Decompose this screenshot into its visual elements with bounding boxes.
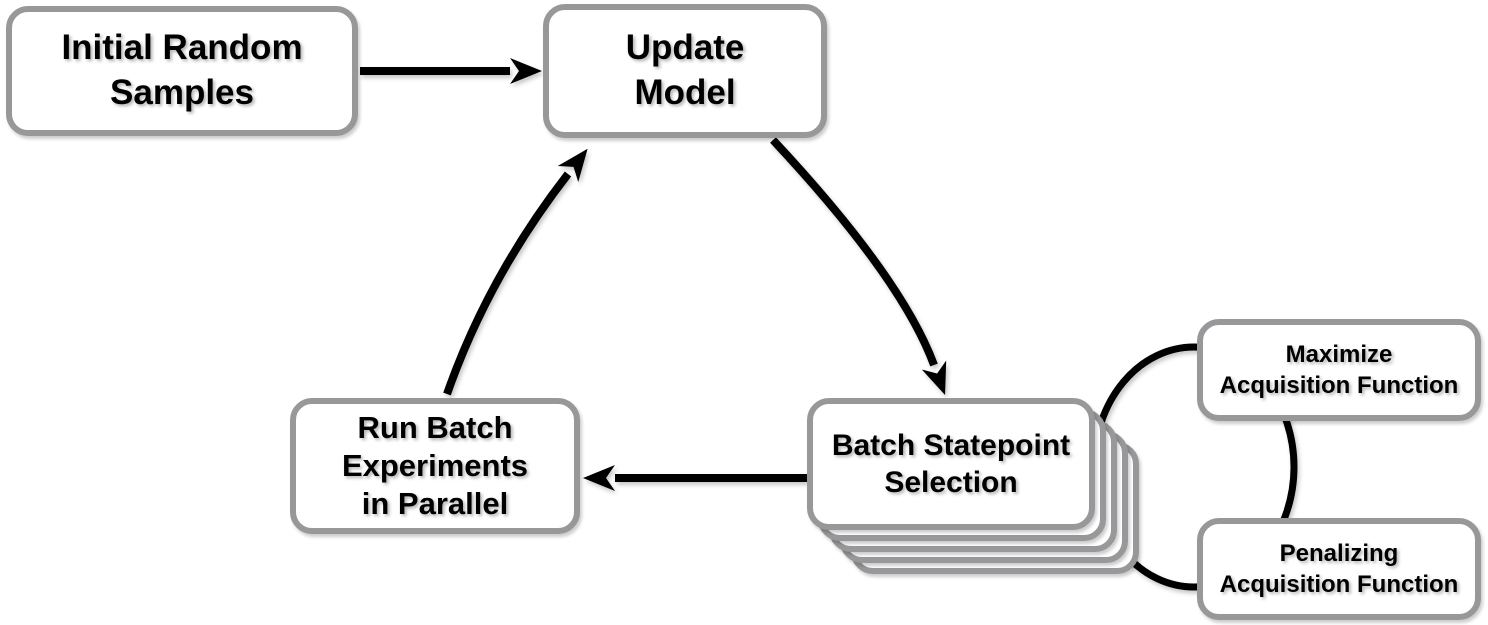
- node-label-line: Experiments: [341, 448, 529, 484]
- node-batch-statepoint-stack: Batch Statepoint Selection: [807, 398, 1140, 576]
- node-label-line: Acquisition Function: [1219, 372, 1459, 399]
- node-label-line: in Parallel: [361, 485, 509, 521]
- node-initial-random-samples: Initial Random Samples: [6, 6, 358, 136]
- node-maximize-acquisition: Maximize Acquisition Function: [1197, 319, 1481, 421]
- node-label-line: Run Batch: [357, 410, 513, 446]
- node-update-model: Update Model: [543, 4, 827, 138]
- node-label-line: Initial Random: [61, 28, 303, 68]
- node-label-line: Maximize: [1285, 340, 1393, 368]
- node-label-line: Model: [634, 73, 736, 112]
- node-label-line: Penalizing: [1279, 539, 1399, 567]
- arrow-run-to-update: [443, 148, 588, 396]
- node-label-line: Acquisition Function: [1219, 571, 1459, 598]
- node-label-line: Samples: [110, 73, 254, 112]
- node-label-line: Selection: [884, 466, 1018, 499]
- node-penalizing-acquisition: Penalizing Acquisition Function: [1197, 518, 1481, 620]
- node-run-batch-experiments: Run Batch Experiments in Parallel: [290, 398, 580, 534]
- node-batch-statepoint-selection: Batch Statepoint Selection: [807, 398, 1095, 530]
- node-label-line: Batch Statepoint: [831, 428, 1071, 462]
- node-label-line: Update: [625, 28, 745, 68]
- arrow-update-to-batch: [770, 137, 947, 396]
